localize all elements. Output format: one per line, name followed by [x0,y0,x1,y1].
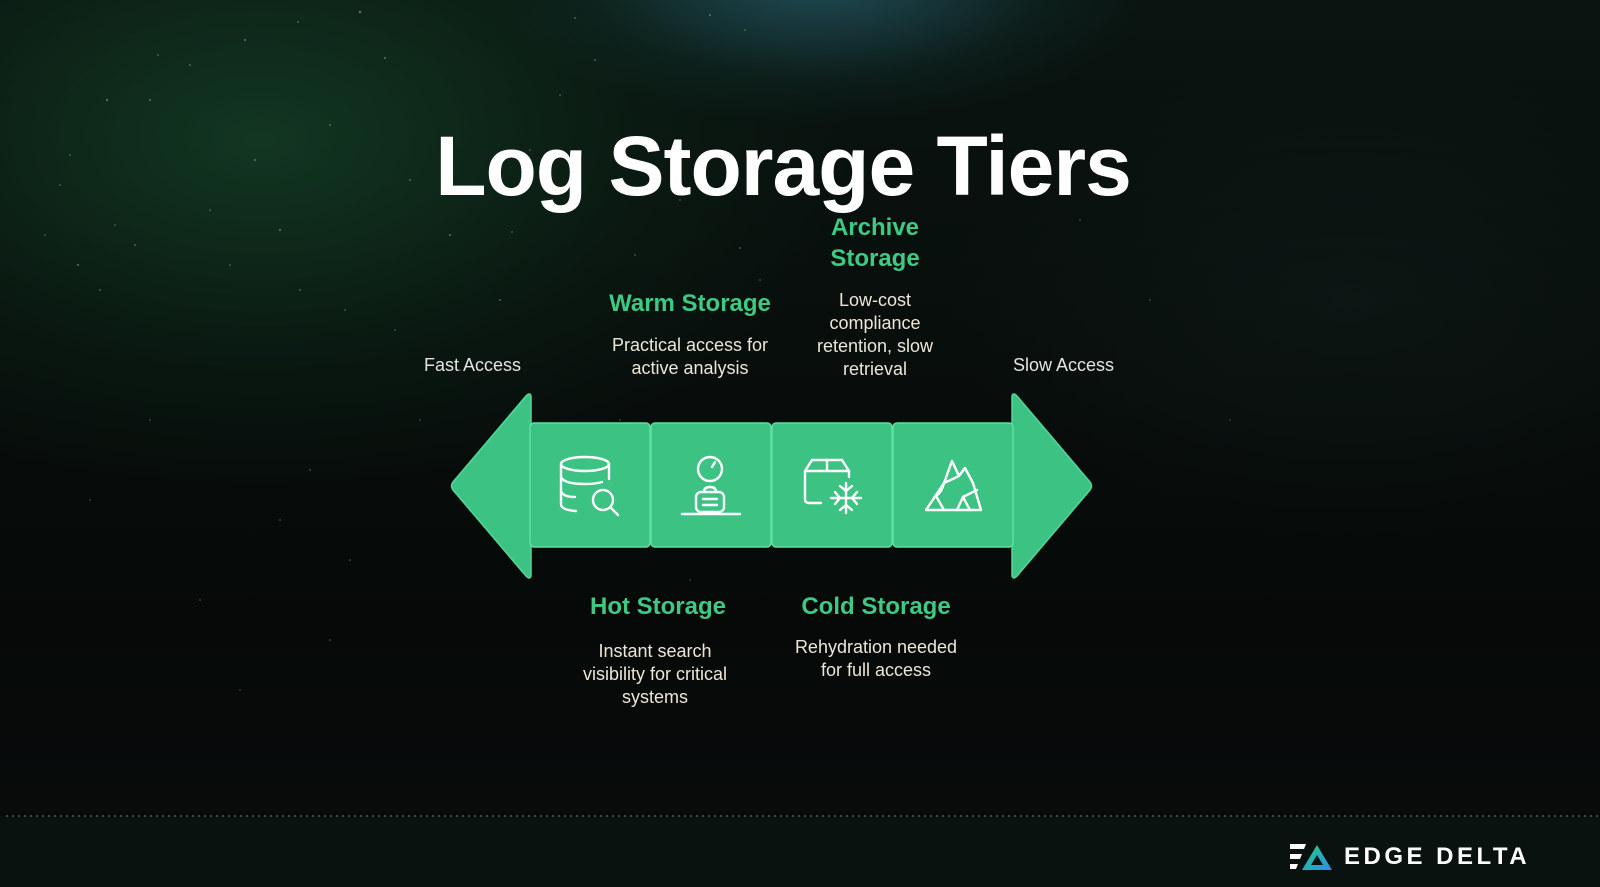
desk-clock-icon [680,455,742,516]
tier-description-line: retention, slow [816,336,934,356]
tier-description-line: Instant search [598,641,712,661]
tier-description-line: Rehydration needed [794,637,958,657]
tier-title-hot: Hot Storage [589,593,726,620]
tier-description-line: compliance [829,313,921,333]
brand-logo: EDGE DELTA [1290,843,1531,871]
left-arrowhead [450,393,532,579]
tier-title-cold: Cold Storage [801,593,951,620]
tier-description-line: visibility for critical [582,664,728,684]
slide-title: Log Storage Tiers [435,119,1132,214]
tier-description-line: retrieval [842,359,908,379]
tier-description-warm: Practical access for active analysis [590,334,790,380]
footer-band [0,816,1600,887]
footer-divider [4,815,1600,817]
edge-delta-logo-icon [1290,844,1332,870]
tier-description-cold: Rehydration needed for full access [776,636,976,682]
tier-title-line: Storage [830,245,920,272]
slow-access-label: Slow Access [1013,355,1115,375]
segment-warm [650,422,772,548]
iceberg-icon [924,459,983,512]
tier-description-line: systems [621,687,688,707]
segment-cold [771,422,893,548]
tier-description-hot: Instant search visibility for critical s… [555,640,755,709]
database-search-icon [559,455,620,517]
tier-title-archive: Archive Storage [800,212,950,274]
tier-title-line: Archive [830,214,920,241]
fast-access-label: Fast Access [424,355,522,375]
tier-title-warm: Warm Storage [609,290,771,317]
tier-description-line: for full access [820,660,932,680]
segment-archive [892,422,1014,548]
box-snowflake-icon [803,458,863,515]
right-arrowhead [1011,393,1093,579]
brand-name: EDGE DELTA [1344,843,1531,870]
tier-description-line: Practical access for [611,335,769,355]
tier-description-line: Low-cost [838,290,912,310]
tier-description-line: active analysis [631,358,749,378]
tier-description-archive: Low-cost compliance retention, slow retr… [800,289,950,381]
